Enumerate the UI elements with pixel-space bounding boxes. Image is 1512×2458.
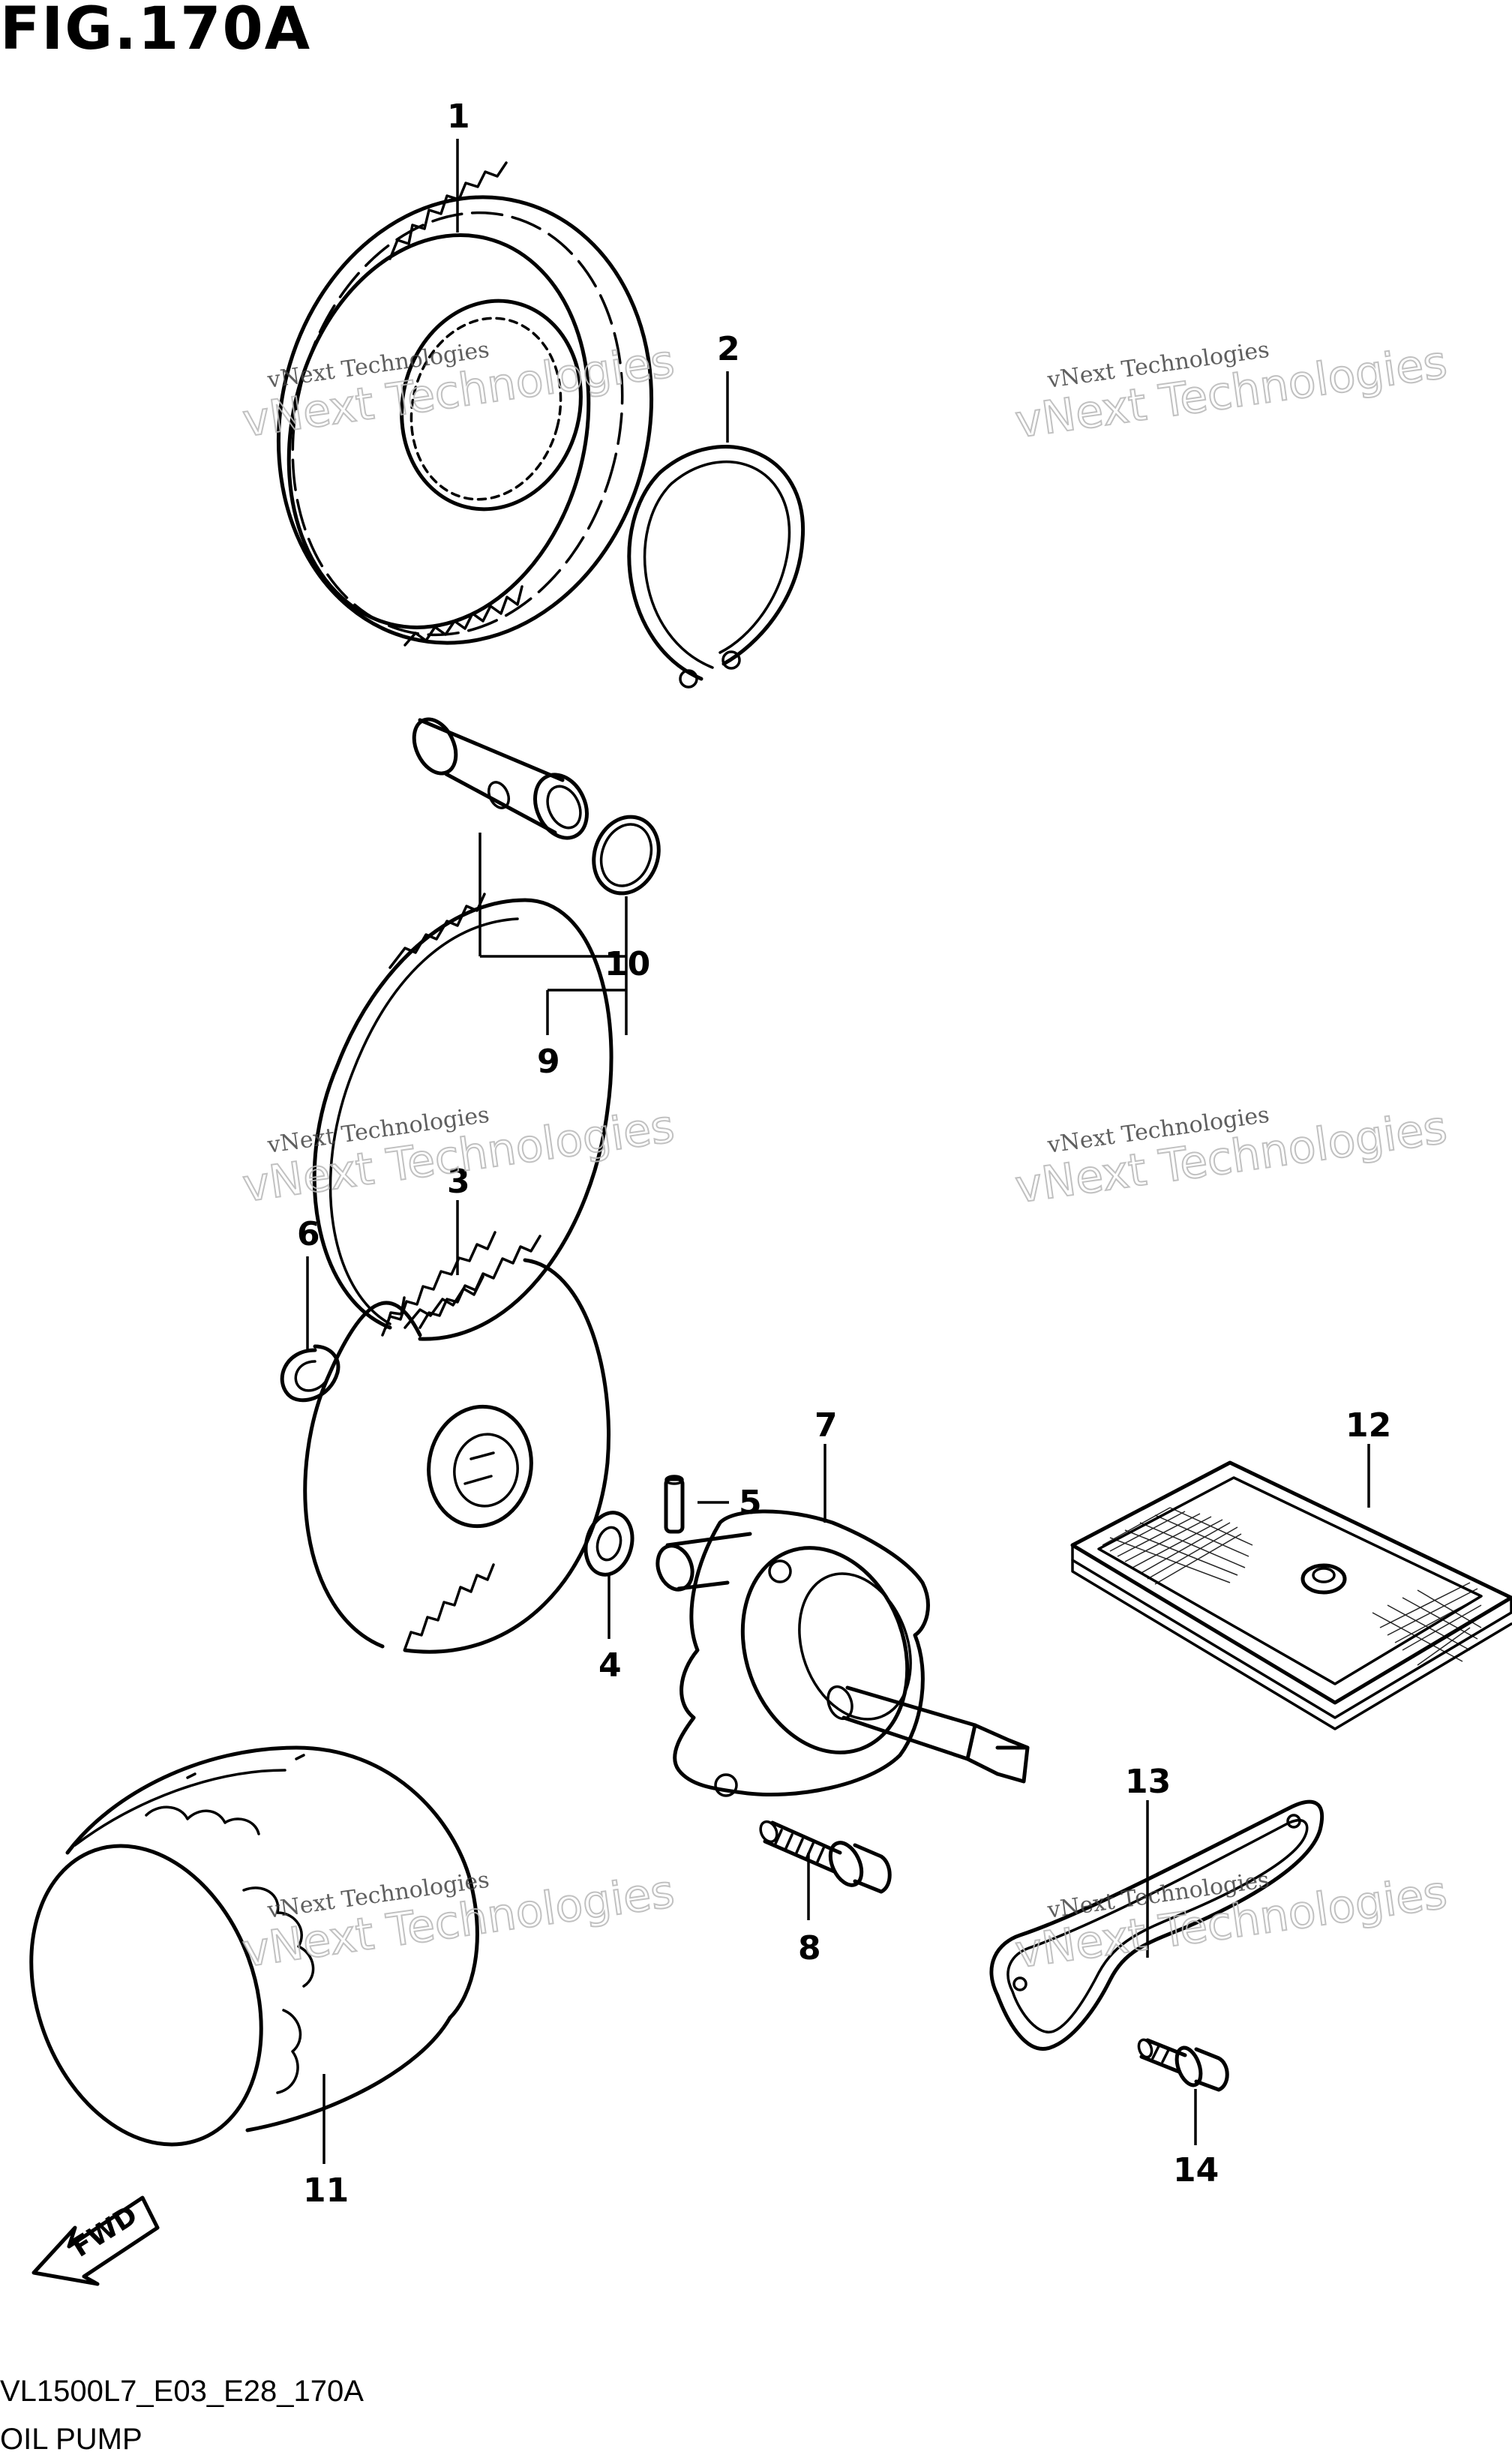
part-9-shaft[interactable] [406,713,596,846]
part-5-pin[interactable] [664,1475,685,1534]
part-1-driven-gear[interactable] [232,158,698,683]
figure-name: OIL PUMP [0,2423,142,2456]
callout-4[interactable]: 4 [598,1646,622,1685]
callout-11[interactable]: 11 [303,2171,349,2210]
watermarks: vNext Technologies vNext Technologies vN… [238,335,1450,1979]
callout-2[interactable]: 2 [717,330,740,368]
part-11-oil-filter[interactable] [0,1745,479,2177]
callouts: 1 2 10 9 3 6 7 12 5 4 13 8 14 11 [297,98,1391,2210]
callout-10[interactable]: 10 [604,945,650,983]
callout-7[interactable]: 7 [814,1406,838,1445]
callout-9[interactable]: 9 [537,1043,560,1081]
callout-1[interactable]: 1 [447,98,470,136]
part-12-oil-strainer[interactable] [1070,1460,1512,1730]
callout-8[interactable]: 8 [798,1929,821,1967]
part-2-circlip[interactable] [627,445,806,689]
part-8-bolt[interactable] [758,1819,892,1894]
part-13-plate[interactable] [989,1799,1324,2051]
callout-5[interactable]: 5 [739,1484,762,1522]
leader-lines [306,139,1370,2164]
part-4-washer[interactable] [579,1508,639,1580]
callout-3[interactable]: 3 [447,1163,470,1201]
part-6-circlip[interactable] [280,1344,340,1403]
part-3-gear-outline [303,1235,611,1654]
figure-code: VL1500L7_E03_E28_170A [0,2375,364,2408]
callout-6[interactable]: 6 [297,1215,320,1253]
callout-13[interactable]: 13 [1125,1763,1171,1801]
part-10-o-ring[interactable] [584,808,670,902]
figure-title: FIG.170A [0,0,312,63]
part-3-pump-gear[interactable] [312,893,614,1341]
part-3-gear-hub [427,1404,533,1529]
fwd-arrow: FWD [32,2195,160,2286]
callout-12[interactable]: 12 [1346,1406,1391,1445]
fwd-label: FWD [67,2200,143,2264]
part-14-bolt[interactable] [1136,2038,1229,2092]
part-7-oil-pump[interactable] [652,1509,1030,1797]
callout-14[interactable]: 14 [1173,2151,1219,2189]
